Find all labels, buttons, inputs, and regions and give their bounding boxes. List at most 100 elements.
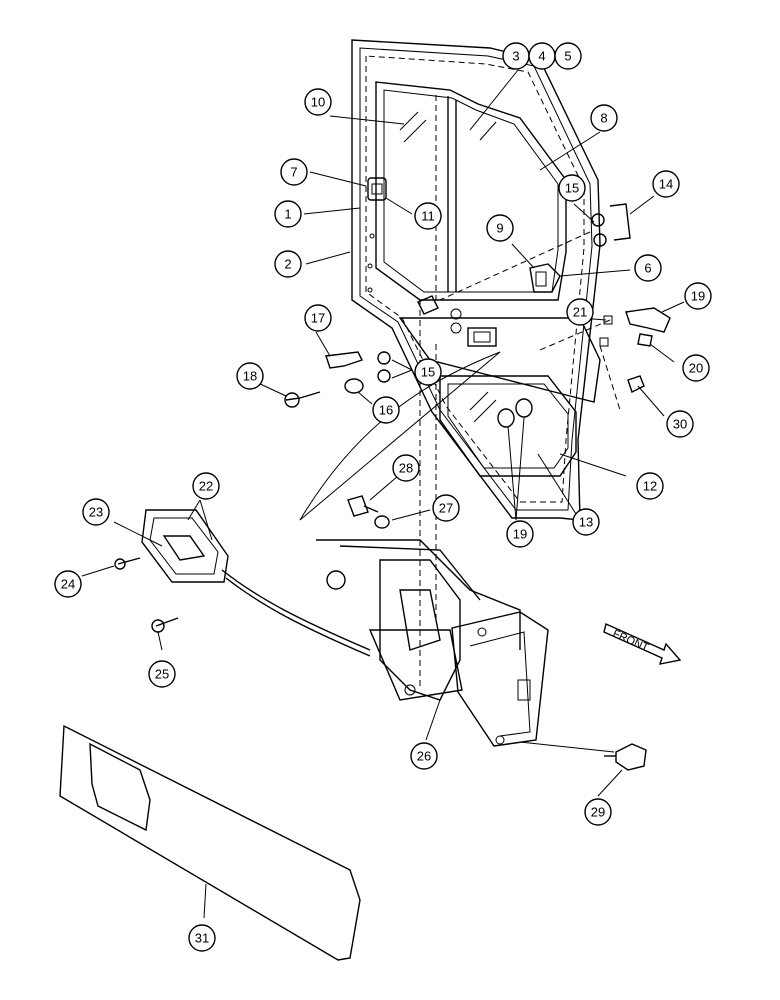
callout-19: 19 <box>506 520 534 548</box>
front-label: FRONT <box>611 628 651 654</box>
callout-number: 25 <box>155 667 169 682</box>
callout-leaders <box>81 69 685 919</box>
callout-number: 22 <box>199 479 213 494</box>
callout-23: 23 <box>82 498 110 526</box>
callout-number: 21 <box>573 305 587 320</box>
callout-circle <box>274 250 302 278</box>
callout-circle <box>572 508 600 536</box>
callout-number: 20 <box>689 361 703 376</box>
callout-number: 26 <box>417 749 431 764</box>
callout-number: 9 <box>496 221 503 236</box>
callout-12: 12 <box>636 472 664 500</box>
callout-10: 10 <box>304 88 332 116</box>
callout-circle <box>372 396 400 424</box>
callout-circle <box>486 214 514 242</box>
callout-number: 29 <box>591 805 605 820</box>
callout-circle <box>554 42 582 70</box>
front-arrow <box>603 623 682 665</box>
callout-3: 3 <box>502 42 530 70</box>
callout-circle <box>684 282 712 310</box>
callout-2: 2 <box>274 250 302 278</box>
inside-handle-assembly <box>114 509 371 657</box>
callout-number: 18 <box>243 369 257 384</box>
callout-circle <box>236 362 264 390</box>
callout-circle <box>584 798 612 826</box>
callout-26: 26 <box>410 742 438 770</box>
callout-16: 16 <box>372 396 400 424</box>
callout-number: 5 <box>564 49 571 64</box>
callout-25: 25 <box>148 660 176 688</box>
callout-7: 7 <box>280 158 308 186</box>
callout-circle <box>634 254 662 282</box>
callout-circle <box>506 520 534 548</box>
callout-number: 19 <box>691 289 705 304</box>
callout-circle <box>280 158 308 186</box>
callout-14: 14 <box>652 170 680 198</box>
callout-circle <box>192 472 220 500</box>
callout-30: 30 <box>666 410 694 438</box>
callout-number: 14 <box>659 177 673 192</box>
callout-number: 30 <box>673 417 687 432</box>
callout-15: 15 <box>414 358 442 386</box>
callout-circle <box>666 410 694 438</box>
callout-number: 7 <box>290 165 297 180</box>
callout-8: 8 <box>590 104 618 132</box>
callout-circle <box>590 104 618 132</box>
callout-27: 27 <box>432 494 460 522</box>
callout-number: 28 <box>399 461 413 476</box>
callout-number: 23 <box>89 505 103 520</box>
callout-number: 24 <box>61 577 75 592</box>
callout-number: 11 <box>421 209 435 224</box>
callout-circle <box>432 494 460 522</box>
callout-circle <box>188 924 216 952</box>
callout-circle <box>414 202 442 230</box>
callout-number: 3 <box>512 49 519 64</box>
callout-22: 22 <box>192 472 220 500</box>
callout-number: 13 <box>579 515 593 530</box>
callout-15: 15 <box>558 174 586 202</box>
callout-number: 16 <box>379 403 393 418</box>
callout-circle <box>636 472 664 500</box>
callout-circle <box>274 200 302 228</box>
callout-11: 11 <box>414 202 442 230</box>
callout-circle <box>304 304 332 332</box>
callout-circle <box>558 174 586 202</box>
door-lock-mechanism <box>316 495 647 771</box>
callout-number: 17 <box>311 311 325 326</box>
callout-circle <box>392 454 420 482</box>
callout-circle <box>566 298 594 326</box>
callout-28: 28 <box>392 454 420 482</box>
callout-31: 31 <box>188 924 216 952</box>
callout-4: 4 <box>528 42 556 70</box>
callout-circle <box>414 358 442 386</box>
callout-number: 27 <box>439 501 453 516</box>
callout-number: 15 <box>421 365 435 380</box>
callout-number: 10 <box>311 95 325 110</box>
callout-circle <box>304 88 332 116</box>
callout-number: 8 <box>600 111 607 126</box>
callout-number: 19 <box>513 527 527 542</box>
callout-9: 9 <box>486 214 514 242</box>
callout-number: 2 <box>284 257 291 272</box>
callout-5: 5 <box>554 42 582 70</box>
callout-circle <box>54 570 82 598</box>
callout-21: 21 <box>566 298 594 326</box>
upper-hardware <box>284 177 671 428</box>
callout-number: 1 <box>284 207 291 222</box>
callout-circle <box>148 660 176 688</box>
callout-number: 15 <box>565 181 579 196</box>
callout-circle <box>652 170 680 198</box>
callout-circle <box>410 742 438 770</box>
callout-1: 1 <box>274 200 302 228</box>
callout-17: 17 <box>304 304 332 332</box>
callout-number: 4 <box>538 49 545 64</box>
callout-circle <box>82 498 110 526</box>
callout-24: 24 <box>54 570 82 598</box>
callout-circle <box>682 354 710 382</box>
callout-13: 13 <box>572 508 600 536</box>
callout-29: 29 <box>584 798 612 826</box>
door-frame <box>351 39 601 521</box>
